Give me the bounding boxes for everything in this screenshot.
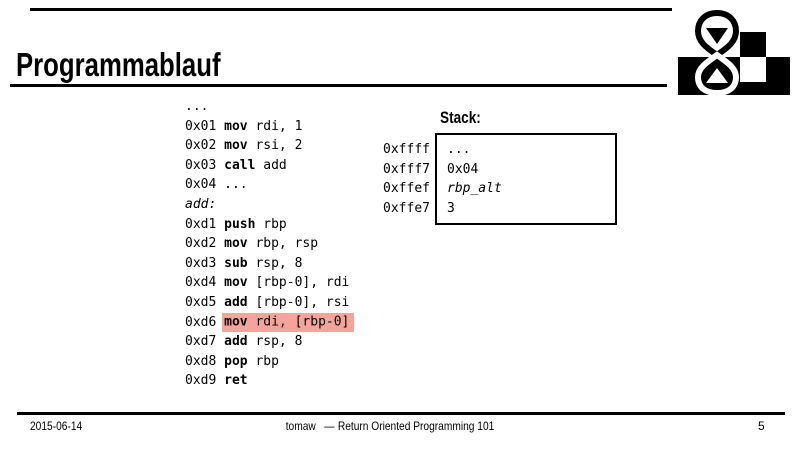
- code-line: ...: [185, 97, 354, 117]
- code-address: 0xd3: [185, 255, 225, 271]
- code-address: 0xd7: [185, 334, 225, 350]
- code-instruction: mov rdi, 1: [224, 119, 302, 134]
- code-operands: rsi, 2: [247, 138, 303, 154]
- code-line: 0xd6 mov rdi, [rbp-0]: [185, 313, 355, 333]
- code-line: 0xd3 sub rsp, 8: [185, 254, 354, 274]
- code-keyword: sub: [224, 255, 248, 271]
- hourglass-logo: [678, 9, 790, 97]
- code-line: 0xd1 push rbp: [185, 215, 354, 235]
- stack-addresses: 0xffff 0xfff7 0xffef 0xffe7: [330, 140, 430, 218]
- code-keyword: pop: [224, 353, 248, 369]
- code-line: 0xd2 mov rbp, rsp: [185, 234, 354, 254]
- code-line: 0xd5 add [rbp-0], rsi: [185, 293, 354, 313]
- code-operands: ...: [185, 99, 209, 114]
- code-operands: rbp: [247, 353, 279, 369]
- code-instruction: ...: [185, 99, 208, 114]
- code-keyword: mov: [224, 314, 248, 330]
- code-operands: rdi, 1: [247, 118, 303, 134]
- code-operands: add:: [185, 196, 217, 212]
- code-instruction: mov rbp, rsp: [224, 236, 318, 251]
- code-operands: rbp: [255, 216, 287, 232]
- code-operands: rdi, [rbp-0]: [247, 314, 350, 330]
- stack-label: Stack:: [440, 108, 481, 127]
- stack-address: 0xffef: [383, 181, 430, 196]
- code-operands: rsp, 8: [247, 334, 303, 350]
- code-line: 0x01 mov rdi, 1: [185, 117, 354, 137]
- footer-rule: [17, 412, 785, 415]
- code-address: 0xd5: [185, 294, 225, 310]
- highlighted-instruction: mov rdi, [rbp-0]: [222, 313, 355, 332]
- stack-address: 0xffe7: [383, 200, 430, 216]
- code-line: 0x03 call add: [185, 156, 354, 176]
- footer-separator: —: [324, 419, 335, 433]
- code-address: 0xd6: [185, 314, 225, 330]
- code-keyword: add: [224, 294, 248, 310]
- code-address: 0xd1: [185, 216, 225, 232]
- code-instruction: mov [rbp-0], rdi: [224, 275, 349, 290]
- code-line: 0xd4 mov [rbp-0], rdi: [185, 273, 354, 293]
- code-address: 0x04: [185, 177, 225, 193]
- code-instruction: sub rsp, 8: [224, 256, 302, 271]
- stack-value: ...: [447, 142, 471, 157]
- code-address: 0xd4: [185, 275, 225, 291]
- code-line: 0xd7 add rsp, 8: [185, 332, 354, 352]
- code-address: 0xd2: [185, 236, 225, 252]
- stack-box: [435, 133, 617, 225]
- code-keyword: mov: [224, 236, 248, 252]
- footer-talk-title: Return Oriented Programming 101: [337, 419, 495, 433]
- stack-value: 3: [447, 200, 455, 216]
- code-instruction: ret: [224, 373, 247, 388]
- top-rule: [30, 8, 672, 11]
- code-instruction: mov rsi, 2: [224, 138, 302, 153]
- stack-value: rbp_alt: [447, 181, 502, 196]
- code-instruction: add:: [185, 197, 216, 212]
- footer-author: tomaw: [285, 419, 316, 433]
- code-operands: rbp, rsp: [247, 236, 319, 252]
- code-instruction: call add: [224, 158, 287, 173]
- code-address: 0xd8: [185, 353, 225, 369]
- code-operands: [rbp-0], rdi: [247, 275, 350, 291]
- footer-center: tomaw —Return Oriented Programming 101: [59, 419, 722, 433]
- code-keyword: add: [224, 334, 248, 350]
- code-keyword: mov: [224, 275, 248, 291]
- stack-values: ... 0x04 rbp_alt 3: [447, 140, 502, 218]
- code-line: 0x02 mov rsi, 2: [185, 136, 354, 156]
- footer-date: 2015-06-14: [30, 419, 83, 433]
- code-instruction: pop rbp: [224, 354, 279, 369]
- code-keyword: push: [224, 216, 256, 232]
- code-operands: ...: [224, 177, 248, 193]
- code-keyword: mov: [224, 138, 248, 154]
- code-instruction: add rsp, 8: [224, 334, 302, 349]
- code-operands: [rbp-0], rsi: [247, 294, 350, 310]
- stack-address: 0xffff: [383, 142, 430, 157]
- code-keyword: call: [224, 157, 256, 173]
- code-line: 0xd9 ret: [185, 371, 354, 391]
- code-line: 0x04 ...: [185, 175, 354, 195]
- code-address: 0x02: [185, 138, 225, 154]
- code-keyword: mov: [224, 118, 248, 134]
- code-operands: rsp, 8: [247, 255, 303, 271]
- code-instruction: ...: [224, 177, 247, 192]
- stack-address: 0xfff7: [383, 161, 430, 177]
- page-number: 5: [758, 419, 765, 433]
- stack-value: 0x04: [447, 161, 479, 177]
- code-line: 0xd8 pop rbp: [185, 352, 354, 372]
- title-rule: [10, 84, 667, 87]
- code-line: add:: [185, 195, 354, 215]
- code-address: 0xd9: [185, 373, 225, 389]
- code-address: 0x03: [185, 157, 225, 173]
- code-instruction: add [rbp-0], rsi: [224, 295, 349, 310]
- page-title: Programmablauf: [16, 46, 221, 83]
- code-operands: add: [255, 157, 287, 173]
- code-address: 0x01: [185, 118, 225, 134]
- code-instruction: push rbp: [224, 217, 287, 232]
- code-keyword: ret: [224, 373, 248, 389]
